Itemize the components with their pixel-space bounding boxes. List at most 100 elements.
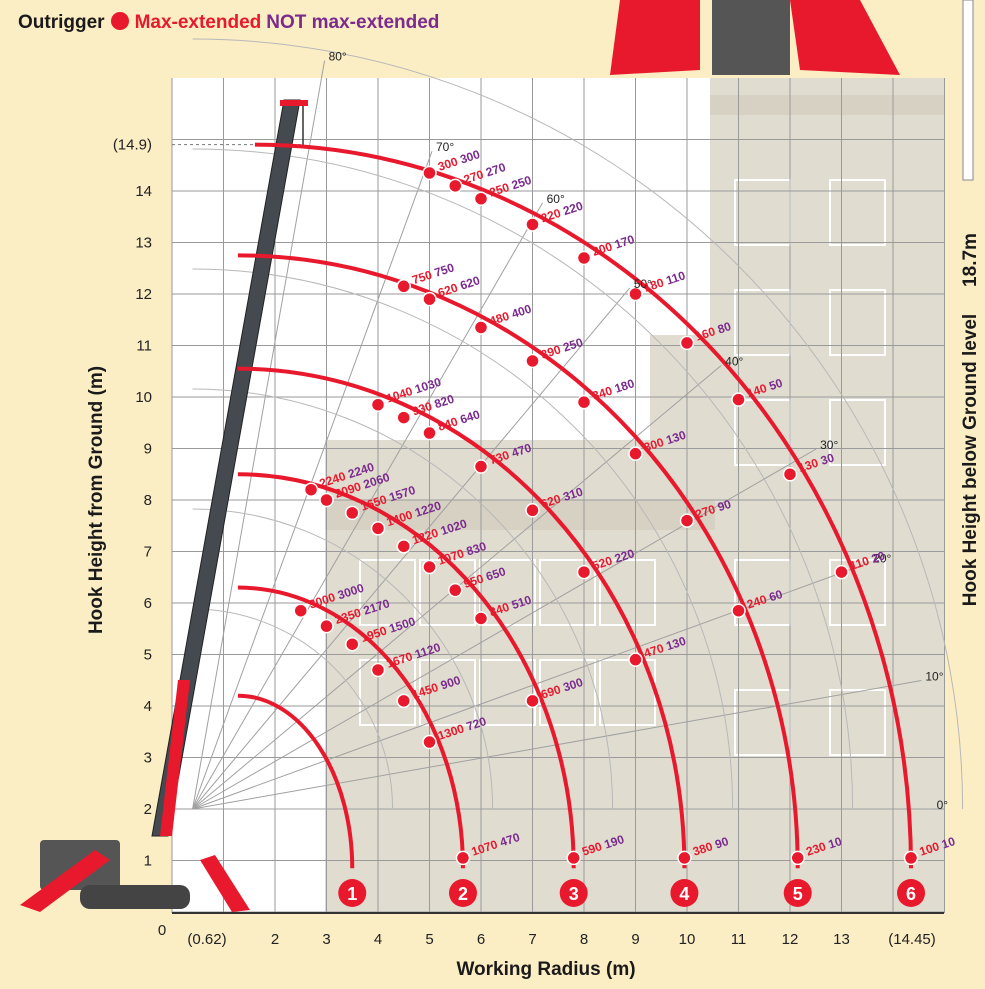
not-max-extended-value: 190	[603, 832, 627, 852]
max-extended-value: 250	[488, 179, 515, 200]
load-label: 270 270	[462, 160, 508, 187]
load-label: 730 470	[488, 441, 534, 468]
x-tick-label: 5	[425, 931, 433, 948]
max-extended-value: 110	[848, 553, 874, 573]
curve-badge-4	[670, 879, 699, 907]
building-window	[479, 659, 536, 726]
load-label: 380 90	[691, 834, 731, 859]
load-point	[345, 505, 360, 521]
curve-badge-label: 4	[679, 884, 689, 904]
load-label: 180 110	[642, 268, 687, 295]
load-point	[576, 250, 592, 266]
not-max-extended-value: 50	[767, 376, 784, 394]
x-tick-label: 0	[158, 922, 166, 939]
not-max-extended-value: 10	[827, 834, 844, 852]
curve-badge-label: 5	[793, 884, 803, 904]
building-window	[829, 399, 886, 466]
not-max-extended-value: 20	[870, 548, 887, 566]
load-point	[293, 603, 308, 618]
load-label: 240 60	[745, 587, 785, 612]
max-extended-value: 240	[745, 591, 772, 612]
load-point	[576, 564, 592, 580]
load-point	[566, 850, 581, 866]
curve-badge-label: 3	[569, 884, 579, 904]
right-axis-label: Hook Height below Ground level 18.7m	[960, 233, 981, 606]
not-max-extended-value: 900	[439, 673, 463, 693]
load-point	[782, 467, 798, 482]
angle-ray	[192, 60, 326, 810]
load-point	[473, 191, 489, 206]
max-extended-value: 300	[642, 434, 669, 455]
building-window	[829, 179, 886, 246]
load-curve-5	[237, 253, 800, 869]
load-point	[731, 603, 746, 618]
not-max-extended-value: 750	[433, 260, 457, 280]
load-label: 950 650	[462, 564, 508, 591]
y-tick-label: 9	[144, 441, 152, 458]
not-max-extended-value: 720	[465, 714, 489, 734]
x-tick-label: 6	[477, 931, 485, 948]
load-point	[303, 482, 319, 497]
not-max-extended-value: 220	[613, 546, 637, 566]
not-max-extended-value: 620	[458, 273, 482, 293]
building-roof-band	[710, 95, 944, 115]
load-point	[448, 582, 463, 598]
load-point	[790, 850, 805, 866]
curve-badge-5	[783, 879, 812, 907]
load-point	[422, 291, 437, 307]
not-max-extended-value: 30	[819, 450, 836, 468]
x-tick-label: 10	[679, 931, 696, 948]
load-label: 250 250	[488, 173, 534, 200]
outrigger-left	[20, 850, 110, 912]
max-extended-value: 730	[488, 447, 515, 468]
load-point	[525, 217, 540, 232]
max-extended-value: 300	[436, 153, 463, 174]
max-extended-value: 520	[591, 552, 618, 573]
not-max-extended-value: 820	[433, 392, 457, 412]
load-label: 100 10	[918, 834, 958, 859]
max-extended-value: 100	[918, 838, 945, 859]
max-extended-value: 340	[591, 382, 618, 403]
building-window	[829, 559, 886, 626]
angle-ray	[192, 151, 433, 810]
max-extended-value: 270	[462, 166, 489, 187]
load-curve-4	[237, 366, 687, 869]
load-point	[422, 559, 437, 575]
x-tick-label: 9	[631, 931, 639, 948]
max-extended-value: 750	[410, 267, 437, 288]
not-max-extended-value: 90	[716, 497, 733, 515]
load-curve-1	[237, 693, 355, 869]
max-extended-value: 590	[580, 838, 607, 859]
load-label: 110 20	[848, 548, 887, 573]
top-outrigger-right	[790, 0, 900, 75]
load-point	[677, 850, 692, 866]
max-extended-value: 840	[488, 599, 515, 620]
range-arc	[192, 38, 964, 810]
y-tick-label: 14	[135, 183, 152, 200]
load-label: 750 750	[410, 260, 456, 287]
boom-base	[160, 680, 190, 836]
max-extended-value: 140	[745, 380, 772, 401]
angle-label: 80°	[329, 50, 347, 64]
not-max-extended-value: 270	[484, 160, 508, 180]
y-tick-label: 3	[144, 750, 152, 767]
load-label: 340 180	[591, 376, 637, 403]
curve-badge-label: 2	[458, 884, 468, 904]
load-point	[576, 394, 592, 410]
load-label: 470 130	[642, 634, 688, 661]
load-label: 590 190	[580, 832, 626, 859]
load-point	[319, 618, 334, 634]
top-outrigger-left	[610, 0, 700, 75]
load-label: 130 30	[797, 450, 837, 475]
load-label: 300 300	[436, 147, 482, 174]
not-max-extended-value: 510	[510, 592, 534, 612]
not-max-extended-value: 170	[613, 232, 637, 252]
y-axis-label: Hook Height from Ground (m)	[86, 366, 107, 634]
max-extended-value: 230	[804, 838, 831, 859]
not-max-extended-value: 90	[713, 834, 730, 852]
load-point	[370, 397, 386, 412]
building-window	[419, 659, 476, 726]
curve-badge-3	[559, 879, 588, 907]
curve-badge-label: 1	[347, 884, 357, 904]
